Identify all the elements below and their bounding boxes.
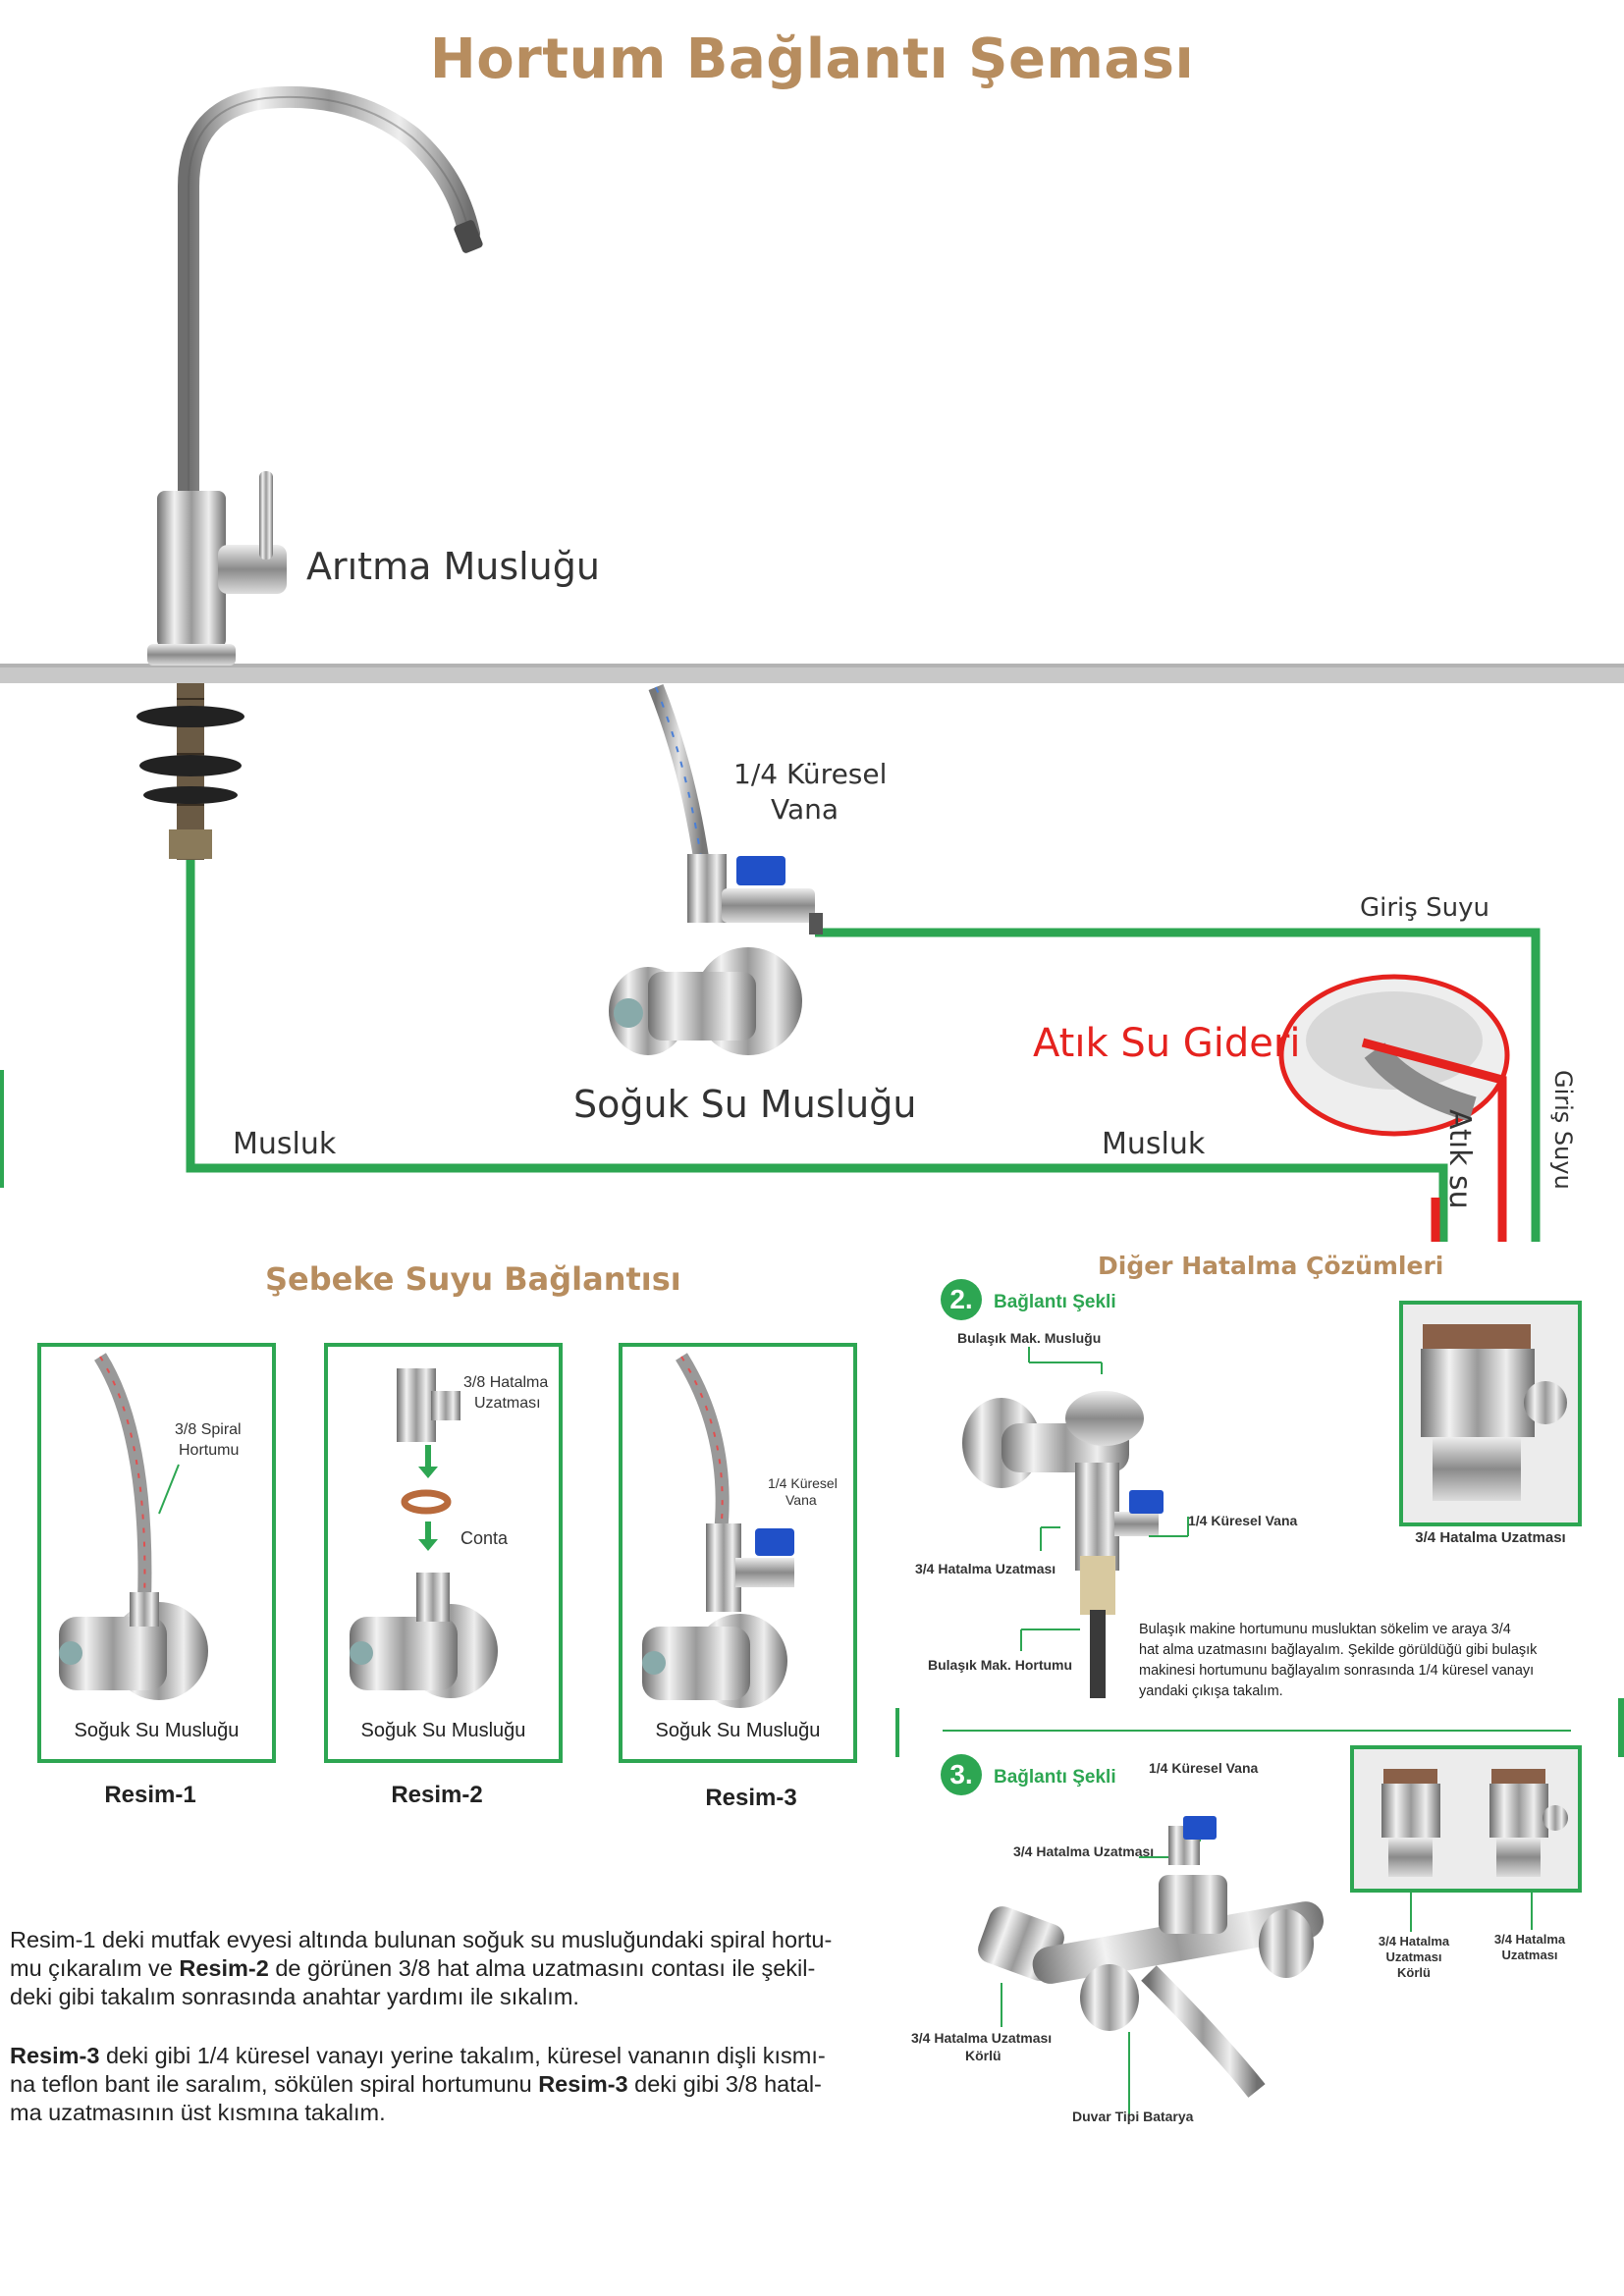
blind-extension-label-1: 3/4 Hatalma Uzatması	[911, 2030, 1053, 2046]
dishwasher-hose-label: Bulaşık Mak. Hortumu	[928, 1657, 1073, 1673]
cold-water-tap-image	[609, 684, 823, 1055]
photo-a-caption: 3/4 Hatalma Uzatması Körlü	[1378, 1934, 1450, 1980]
resim-2-panel	[324, 1343, 563, 1763]
musluk-left-label: Musluk	[233, 1127, 337, 1161]
ball-valve-install-image	[642, 1353, 794, 1708]
photo-leaders	[1410, 1893, 1533, 1932]
step2-description: Bulaşık makine hortumunu musluktan sökel…	[1139, 1622, 1538, 1699]
spiral-hose-note-1: 3/8 Spiral	[175, 1421, 242, 1438]
dishwasher-tap-label: Bulaşık Mak. Musluğu	[957, 1330, 1102, 1346]
cold-water-tap-label: Soğuk Su Musluğu	[573, 1083, 917, 1126]
dishwasher-tap-image	[962, 1347, 1189, 1698]
extension-photo-caption: 3/4 Hatalma Uzatması	[1415, 1529, 1566, 1546]
resim-3-panel	[619, 1343, 857, 1763]
photo-b-caption: 3/4 Hatalma Uzatması	[1493, 1932, 1566, 1962]
resim-1-label: Resim-1	[104, 1782, 196, 1808]
faucet-pipe	[186, 860, 1448, 1242]
inlet-label: Giriş Suyu	[1360, 893, 1489, 923]
section-divider	[943, 1730, 1571, 1732]
purifier-faucet-image	[136, 85, 483, 860]
waste-drain-label: Atık Su Gideri	[1033, 1021, 1301, 1066]
countertop	[0, 664, 1624, 683]
wall-mixer-image	[978, 1816, 1324, 2115]
blind-extensions-photo	[1354, 1749, 1578, 1889]
other-solutions-heading: Diğer Hatalma Çözümleri	[1098, 1252, 1444, 1280]
blind-extensions-photo-box	[1350, 1745, 1582, 1893]
instructions-paragraph-2: Resim-3 deki gibi 1/4 küresel vanayı yer…	[10, 2043, 826, 2125]
inlet-pipe	[815, 928, 1541, 1242]
panel-1-caption: Soğuk Su Musluğu	[74, 1720, 240, 1741]
wall-mixer-label: Duvar Tipi Batarya	[1072, 2109, 1194, 2124]
step2-extension-label: 3/4 Hatalma Uzatması	[915, 1561, 1056, 1576]
step-2-number: 2.	[941, 1279, 982, 1320]
extension-note-2: Uzatması	[474, 1395, 541, 1412]
network-heading: Şebeke Suyu Bağlantısı	[265, 1260, 681, 1298]
gasket-note: Conta	[460, 1528, 509, 1548]
ball-valve-label-1: 1/4 Küresel	[733, 758, 888, 790]
extension-photo	[1403, 1305, 1578, 1522]
resim-1-panel	[37, 1343, 276, 1763]
page-title: Hortum Bağlantı Şeması	[429, 27, 1195, 91]
blind-extension-label-2: Körlü	[965, 2048, 1001, 2063]
extension-install-image	[350, 1368, 498, 1698]
purifier-faucet-label: Arıtma Musluğu	[306, 545, 600, 588]
vertical-divider	[895, 1708, 899, 1757]
ball-valve-note-2: Vana	[785, 1492, 817, 1508]
waste-drain-image	[1278, 974, 1510, 1137]
panel-3-caption: Soğuk Su Musluğu	[655, 1720, 821, 1741]
step3-extension-label: 3/4 Hatalma Uzatması	[1013, 1843, 1155, 1859]
ball-valve-note-1: 1/4 Küresel	[768, 1475, 838, 1491]
cold-tap-spiral-image	[59, 1353, 208, 1700]
extension-note-1: 3/8 Hatalma	[463, 1374, 549, 1391]
step3-ball-valve-label: 1/4 Küresel Vana	[1149, 1760, 1259, 1776]
connection-diagram	[0, 85, 1624, 1242]
extension-photo-box	[1399, 1301, 1582, 1526]
step-2-title: Bağlantı Şekli	[994, 1292, 1116, 1312]
waste-vertical-label: Atık su	[1442, 1109, 1477, 1209]
resim-2-label: Resim-2	[391, 1782, 483, 1808]
right-edge-mark	[1618, 1698, 1624, 1757]
panel-2-caption: Soğuk Su Musluğu	[360, 1720, 526, 1741]
inlet-vertical-label: Giriş Suyu	[1549, 1070, 1577, 1190]
instructions-paragraph-1: Resim-1 deki mutfak evyesi altında bulun…	[10, 1927, 833, 2009]
step-3-title: Bağlantı Şekli	[994, 1767, 1116, 1788]
step-3-number: 3.	[941, 1754, 982, 1795]
ball-valve-label-2: Vana	[771, 793, 839, 826]
musluk-right-label: Musluk	[1102, 1127, 1206, 1161]
resim-3-label: Resim-3	[705, 1785, 797, 1811]
step2-ball-valve-label: 1/4 Küresel Vana	[1188, 1513, 1298, 1528]
spiral-hose-note-2: Hortumu	[179, 1442, 240, 1459]
